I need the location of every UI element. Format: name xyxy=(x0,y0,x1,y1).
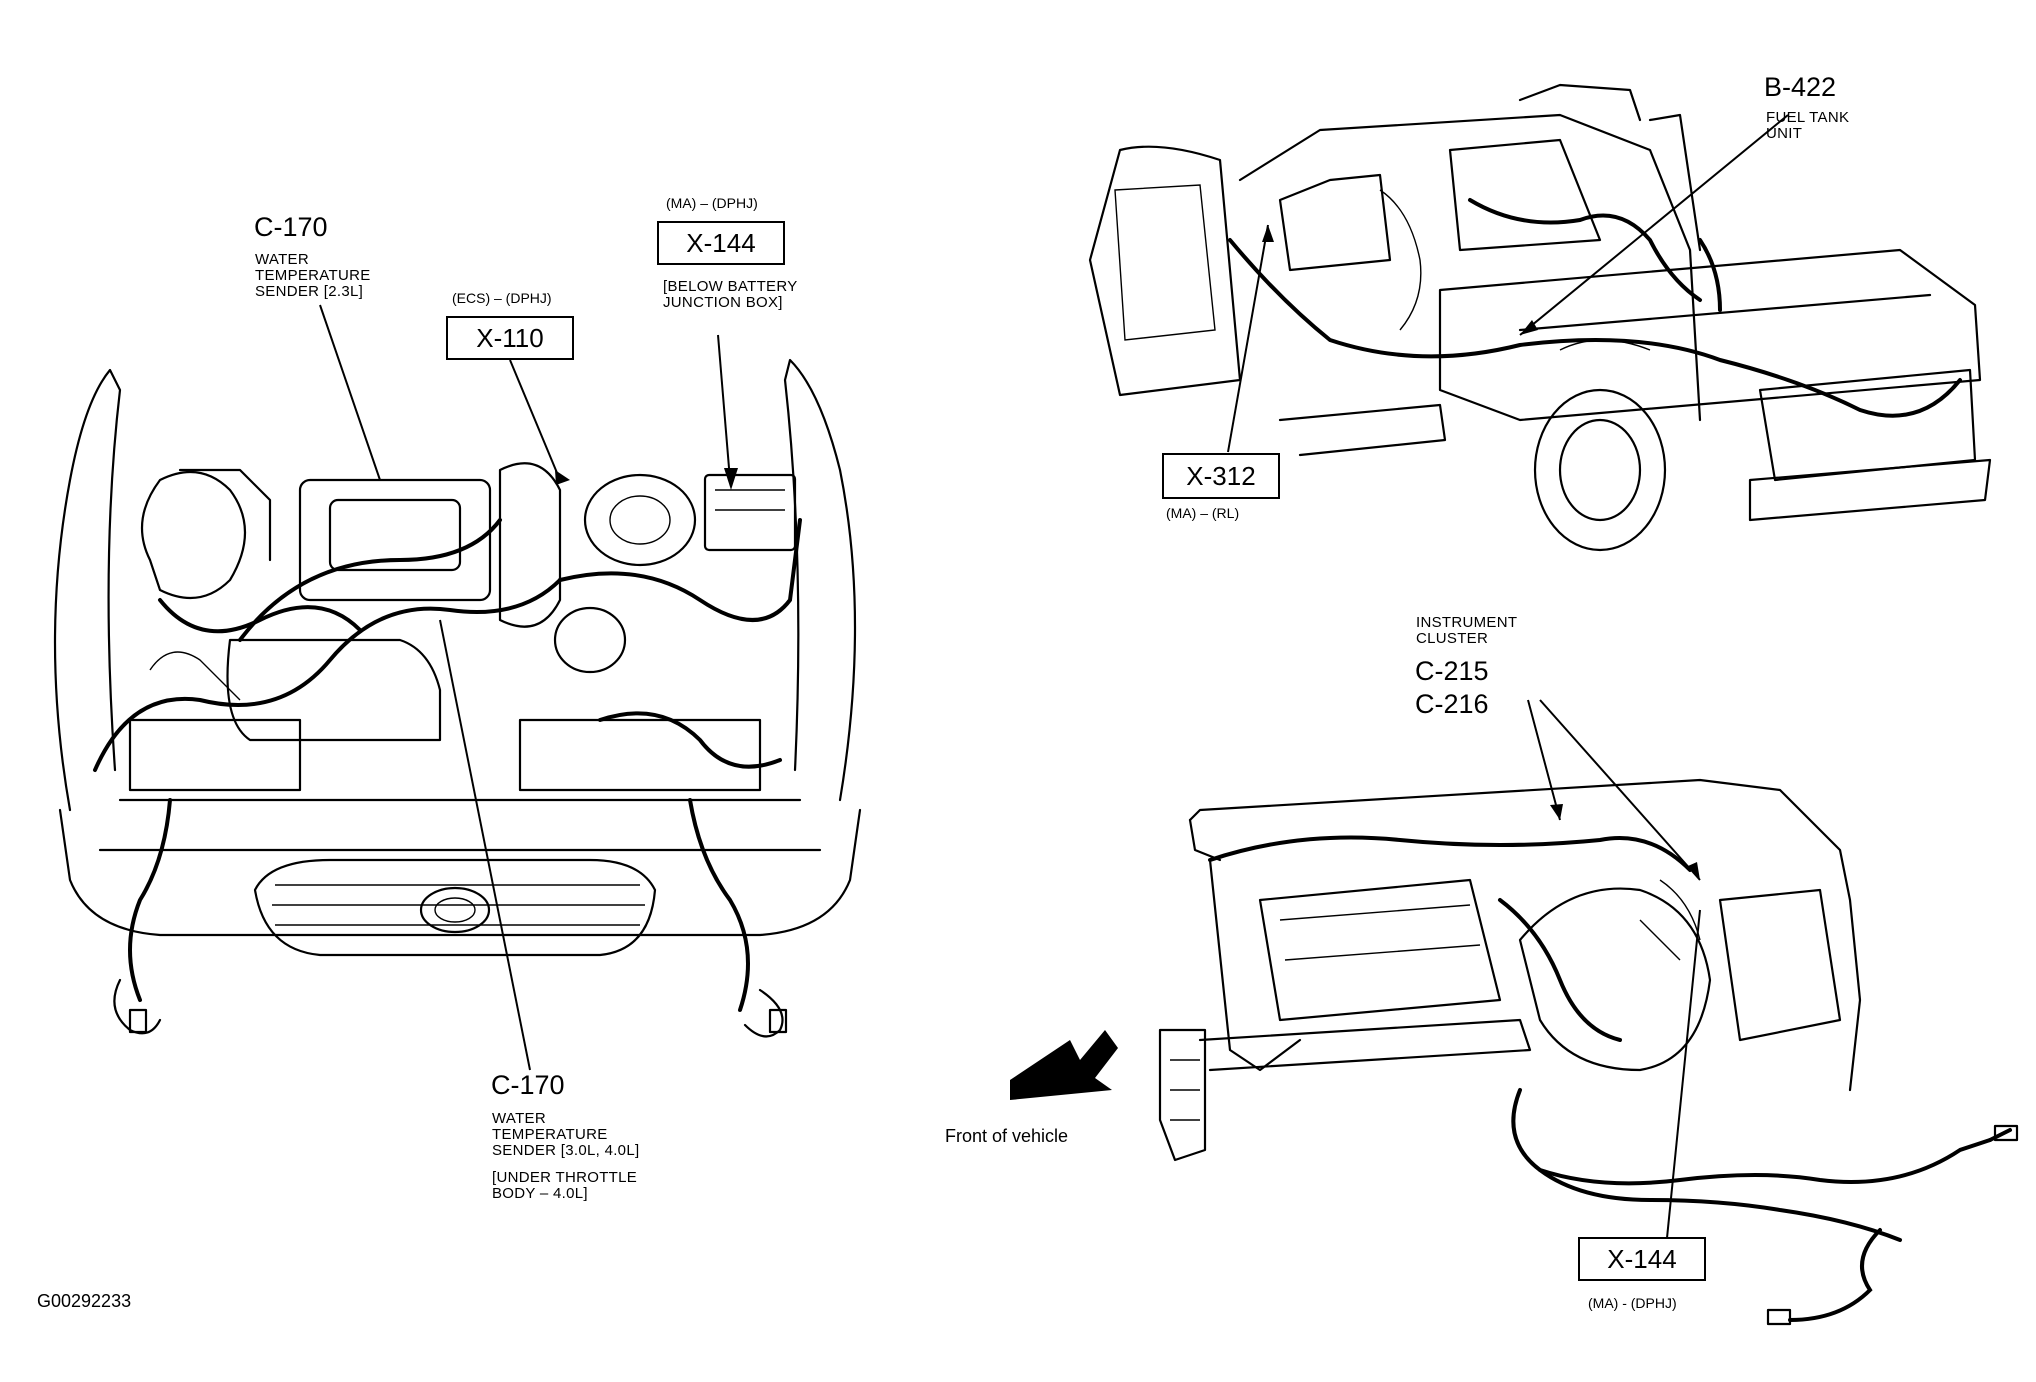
instrument-panel-illustration xyxy=(1158,778,2019,1326)
x110-connector-box: X-110 xyxy=(446,316,574,360)
truck-rear-illustration xyxy=(1088,83,1992,552)
x144-bottom-qualifier: (MA) - (DPHJ) xyxy=(1588,1295,1677,1311)
c170-top-desc: WATER TEMPERATURE SENDER [2.3L] xyxy=(255,251,371,300)
instrument-cluster-desc: INSTRUMENT CLUSTER xyxy=(1416,614,1518,647)
x110-qualifier: (ECS) – (DPHJ) xyxy=(452,290,552,306)
engine-compartment-illustration xyxy=(53,358,862,1038)
c170-top-code: C-170 xyxy=(254,212,328,242)
x144-top-connector-box: X-144 xyxy=(657,221,785,265)
front-of-vehicle-arrow-icon xyxy=(1010,1030,1118,1100)
x144-bottom-connector-box: X-144 xyxy=(1578,1237,1706,1281)
leader-lines xyxy=(319,114,1789,1239)
c216-code: C-216 xyxy=(1415,689,1489,719)
x144-top-qualifier: (MA) – (DPHJ) xyxy=(666,195,758,211)
c215-code: C-215 xyxy=(1415,656,1489,686)
c170-bottom-desc: WATER TEMPERATURE SENDER [3.0L, 4.0L] xyxy=(492,1110,640,1159)
x144-top-desc: [BELOW BATTERY JUNCTION BOX] xyxy=(663,278,798,311)
b422-code: B-422 xyxy=(1764,72,1837,102)
figure-id: G00292233 xyxy=(37,1291,132,1311)
front-of-vehicle-label: Front of vehicle xyxy=(945,1126,1069,1146)
c170-bottom-note: [UNDER THROTTLE BODY – 4.0L] xyxy=(492,1169,638,1202)
b422-desc: FUEL TANK UNIT xyxy=(1766,109,1850,142)
x312-qualifier: (MA) – (RL) xyxy=(1166,505,1240,521)
c170-bottom-code: C-170 xyxy=(491,1070,565,1100)
x312-connector-box: X-312 xyxy=(1162,453,1280,499)
